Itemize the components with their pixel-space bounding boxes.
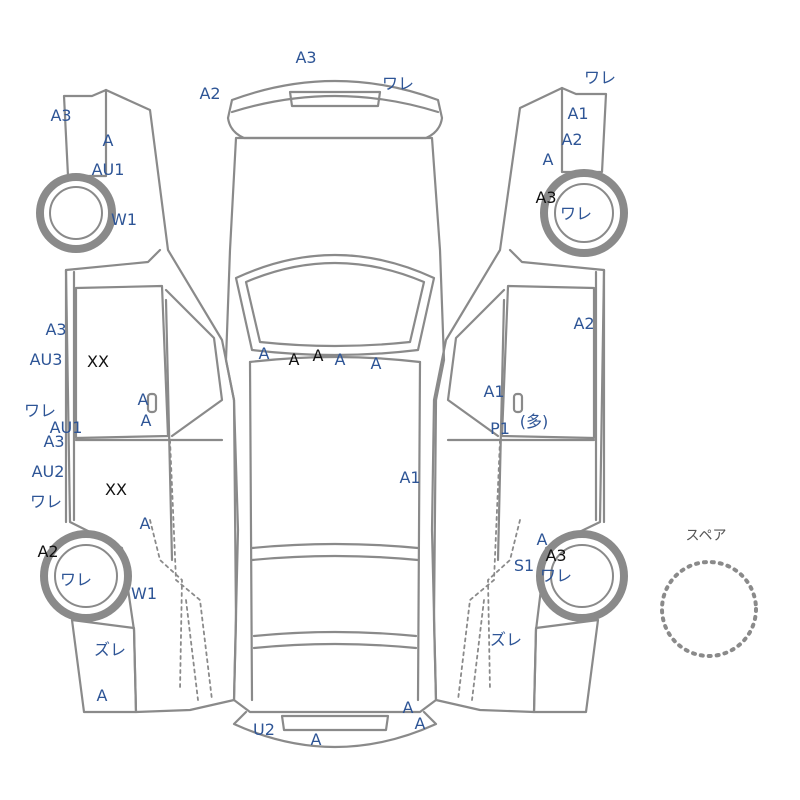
top-view-roof-inner [244, 261, 426, 348]
right-front-window [446, 288, 506, 438]
damage-label-19: AU1 [49, 418, 83, 437]
top-view-spoiler-inner [230, 94, 440, 114]
damage-label-27: W1 [131, 584, 157, 603]
spare-tire [660, 560, 758, 658]
right-rear-wheel [540, 169, 628, 257]
damage-label-3: A3 [50, 106, 72, 125]
top-view-windshield [248, 355, 422, 364]
right-body-outline [430, 86, 606, 714]
top-view-grille [280, 714, 390, 732]
right-front-bumper [532, 618, 600, 714]
damage-label-8: A1 [567, 104, 589, 123]
damage-label-47: A [402, 698, 414, 717]
damage-label-1: ワレ [381, 74, 415, 93]
left-front-wheel [40, 530, 132, 622]
damage-label-46: A [310, 730, 322, 749]
damage-label-7: ワレ [583, 68, 617, 87]
top-view-hood-line-1 [250, 542, 420, 550]
damage-label-38: P1 [490, 419, 510, 438]
damage-label-39: (多) [519, 412, 549, 431]
right-door-divider [496, 298, 506, 562]
damage-label-43: ワレ [539, 566, 573, 585]
right-side-view [430, 86, 608, 714]
damage-label-48: A [414, 714, 426, 733]
right-rear-bumper [560, 86, 608, 174]
damage-label-36: A2 [573, 314, 595, 333]
damage-label-14: AU3 [29, 350, 63, 369]
top-view-rear-window [288, 90, 382, 108]
damage-label-28: ズレ [93, 640, 127, 659]
damage-label-4: A [102, 131, 114, 150]
top-view-roof [234, 254, 436, 357]
damage-label-2: A2 [199, 84, 221, 103]
damage-label-29: A [96, 686, 108, 705]
damage-label-18: ワレ [23, 401, 57, 420]
top-view-left-rail [248, 360, 254, 702]
right-rear-window [500, 284, 596, 440]
damage-label-6: W1 [111, 210, 137, 229]
left-body-outline [64, 88, 240, 714]
left-dotted-hidden-lines [149, 439, 213, 701]
wheels [36, 169, 628, 622]
damage-label-42: S1 [513, 556, 535, 575]
damage-label-22: XX [105, 480, 127, 499]
damage-label-41: A3 [545, 546, 567, 565]
damage-label-37: A1 [483, 382, 505, 401]
left-side-view [62, 88, 240, 714]
top-view-front-bumper [232, 710, 438, 748]
damage-label-44: ズレ [489, 630, 523, 649]
damage-label-34: A [370, 354, 382, 373]
damage-label-32: A [312, 346, 324, 365]
damage-label-33: A [334, 350, 346, 369]
damage-label-23: ワレ [29, 492, 63, 511]
damage-label-45: U2 [253, 720, 275, 739]
damage-label-17: A [140, 411, 152, 430]
damage-label-31: A [288, 350, 300, 369]
damage-label-24: A [139, 514, 151, 533]
top-view-hood-line-4 [252, 642, 418, 650]
right-door-handle [512, 392, 524, 414]
top-view-hood-line-2 [250, 554, 420, 562]
top-view-rear-spoiler [226, 79, 444, 140]
left-rear-window [74, 284, 170, 440]
left-door-handle [146, 392, 158, 414]
top-view-hood-line-3 [252, 630, 418, 638]
damage-label-16: A [137, 390, 149, 409]
top-view-car [224, 79, 446, 748]
top-view-body [224, 136, 446, 714]
damage-label-35: A1 [399, 468, 421, 487]
damage-label-0: A3 [295, 48, 317, 67]
damage-label-11: A3 [535, 188, 557, 207]
left-front-bumper [70, 618, 138, 714]
left-rear-wheel [36, 173, 116, 253]
damage-label-25: A2 [37, 542, 59, 561]
right-front-wheel [536, 530, 628, 622]
damage-label-21: AU2 [31, 462, 65, 481]
damage-label-20: A3 [43, 432, 65, 451]
damage-label-26: ワレ [59, 570, 93, 589]
damage-label-30: A [258, 344, 270, 363]
damage-label-12: ワレ [559, 204, 593, 223]
left-front-window [164, 288, 224, 438]
damage-label-40: A [536, 530, 548, 549]
left-door-divider [164, 298, 174, 562]
damage-label-15: XX [87, 352, 109, 371]
damage-label-13: A3 [45, 320, 67, 339]
left-rear-bumper [62, 88, 108, 178]
damage-label-10: A [542, 150, 554, 169]
right-dotted-hidden-lines [457, 439, 521, 701]
spare-label: スペア [685, 528, 727, 544]
damage-label-5: AU1 [91, 160, 125, 179]
top-view-right-rail [416, 360, 422, 702]
damage-label-9: A2 [561, 130, 583, 149]
